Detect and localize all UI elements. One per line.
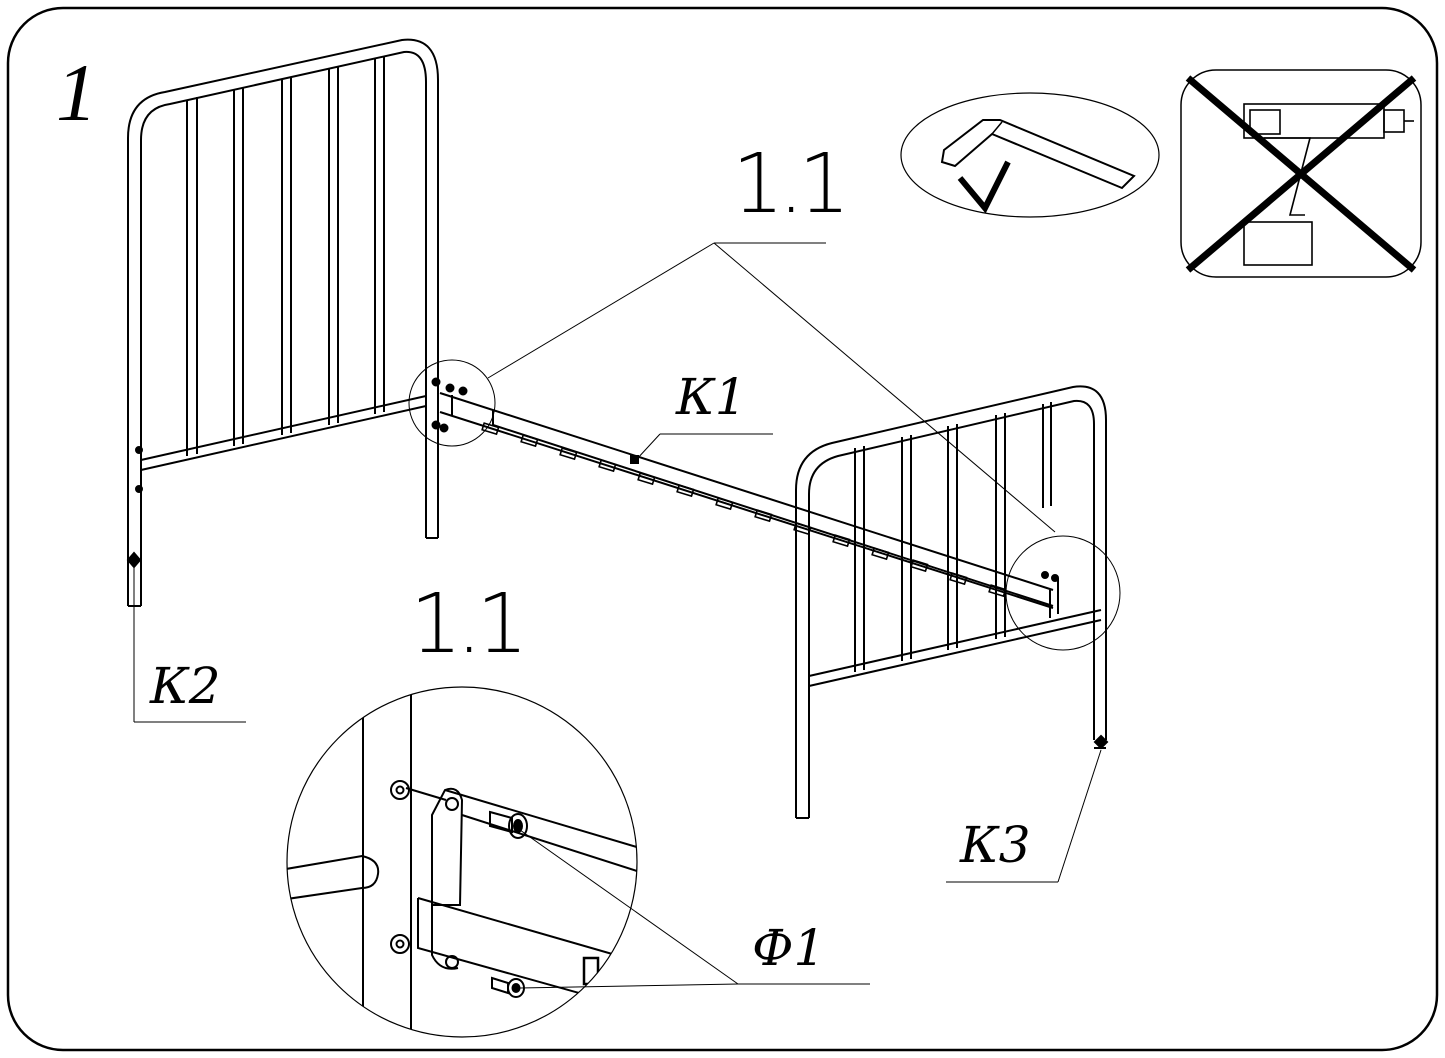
- page-frame: [6, 6, 1439, 1052]
- left-headboard: [126, 38, 439, 607]
- label-k3: К3: [946, 749, 1102, 883]
- detail-markers: [408, 242, 1121, 651]
- svg-text:К2: К2: [149, 657, 221, 715]
- hex-key-icon: [900, 92, 1160, 218]
- step-number: 1: [56, 47, 97, 138]
- svg-text:К1: К1: [675, 368, 747, 426]
- detail-callout-bottom: 1.1: [410, 577, 522, 672]
- label-f1: Ф1: [752, 919, 825, 977]
- label-k2: К2: [133, 568, 246, 723]
- svg-text:К3: К3: [959, 816, 1031, 874]
- detail-callout-top: 1.1: [732, 137, 844, 232]
- drill-crossed-icon: [1180, 69, 1422, 278]
- label-k1: К1: [635, 368, 773, 461]
- right-footboard: [795, 385, 1109, 819]
- enlarged-joint-detail: Ф1: [286, 686, 870, 1038]
